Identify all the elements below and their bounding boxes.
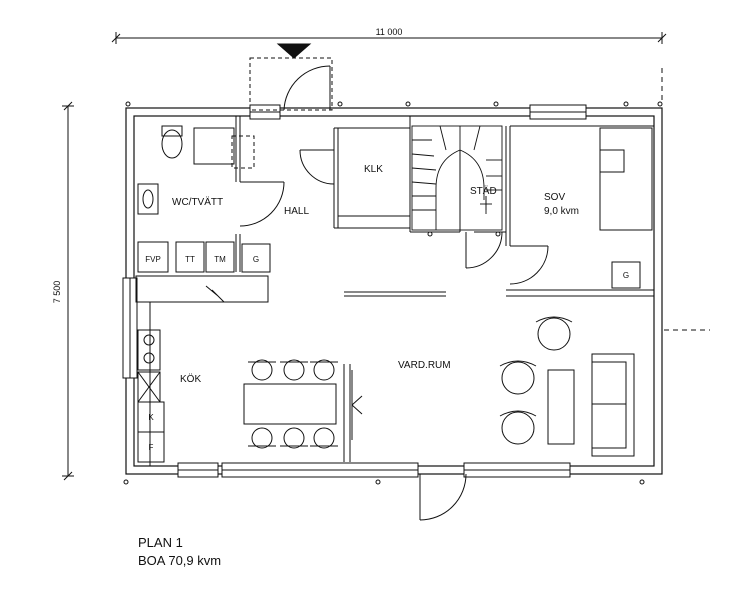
washbasin	[137, 183, 159, 215]
stad-door	[465, 231, 503, 269]
dining-table	[243, 383, 337, 425]
dimension-width-line	[111, 32, 667, 44]
wc-door	[239, 181, 285, 227]
stove	[137, 329, 161, 371]
shower-tray	[231, 135, 255, 169]
bed	[599, 127, 653, 231]
plan-title: PLAN 1	[138, 535, 183, 550]
dimension-height-label: 7 500	[52, 281, 62, 304]
room-label-sov: SOV	[544, 192, 565, 203]
interior-walls	[135, 116, 654, 466]
tm-unit	[205, 241, 235, 273]
hall-wardrobe	[241, 243, 271, 273]
fixture-label-g-hall: G	[253, 255, 259, 264]
freezer	[137, 431, 165, 463]
shower	[193, 127, 235, 165]
armchair	[535, 316, 573, 351]
tt-unit	[175, 241, 205, 273]
plan-area: BOA 70,9 kvm	[138, 553, 222, 568]
toilet	[161, 125, 183, 159]
fixture-label-g-sov: G	[623, 271, 629, 280]
entrance-canopy	[249, 57, 333, 111]
dimension-width-label: 11 000	[376, 27, 403, 37]
sov-door	[509, 245, 549, 285]
window	[122, 104, 587, 478]
room-label-hall: HALL	[284, 206, 309, 217]
sofa	[591, 353, 635, 457]
coffee-table	[547, 369, 575, 445]
fixture-label-f: F	[149, 443, 154, 452]
fixture-label-fvp: FVP	[145, 255, 161, 264]
room-label-stad: STÄD	[470, 185, 497, 197]
armchair	[499, 360, 537, 395]
terrace-door	[419, 473, 467, 521]
living-partition-door	[351, 370, 363, 440]
room-label-sov-area: 9,0 kvm	[544, 206, 579, 217]
outer-walls	[125, 107, 663, 475]
klk-door	[299, 149, 335, 185]
room-label-kok: KÖK	[180, 373, 201, 385]
fixture-label-tt: TT	[185, 255, 195, 264]
fixture-label-tm: TM	[214, 255, 226, 264]
entrance-arrow	[276, 43, 312, 59]
room-label-wc: WC/TVÄTT	[172, 196, 223, 208]
dishwasher	[137, 371, 161, 403]
armchair	[499, 410, 537, 445]
fixture-label-k: K	[148, 413, 154, 422]
column-marker	[123, 101, 663, 485]
kitchen-counter-break	[205, 285, 225, 303]
entrance-door	[283, 65, 331, 111]
room-label-klk: KLK	[364, 164, 383, 175]
fvp-unit	[137, 241, 169, 273]
bedroom-wardrobe	[611, 261, 641, 289]
dimension-height-line	[62, 101, 74, 481]
dining-chairs	[248, 359, 338, 449]
section-marker	[661, 68, 710, 331]
room-label-vardrum: VARD.RUM	[398, 360, 451, 371]
stairs	[411, 125, 503, 231]
